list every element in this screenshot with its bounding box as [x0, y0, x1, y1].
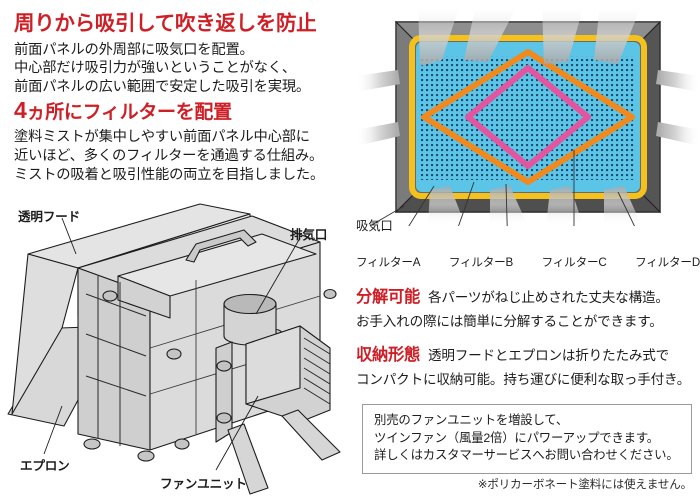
upgrade-note-box: 別売のファンユニットを増設して、 ツインファン（風量2倍）にパワーアップできます…: [362, 404, 692, 474]
callout-filter-a: フィルターA: [356, 256, 421, 269]
motor-fins: [303, 337, 331, 405]
airflow-arrows: [356, 4, 700, 226]
machine-label-hood: 透明フード: [18, 210, 80, 224]
feature-heading-airflow: 周りから吸引して吹き返しを防止: [14, 12, 317, 35]
machine-leader-lines: [43, 217, 301, 471]
feature-body-line: 前面パネルの外周部に吸気口を配置。: [14, 41, 254, 58]
feature-text-disassembly-line1: 各パーツがねじ止めされた丈夫な構造。: [427, 290, 669, 305]
feature-text-disassembly-line2: お手入れの際には簡単に分解することができます。: [356, 314, 663, 329]
feature-body-line: ミストの吸着と吸引性能の両立を目指しました。: [14, 166, 325, 183]
note-line: ツインファン（風量2倍）にパワーアップできます。: [374, 430, 659, 445]
carry-handle: [185, 229, 257, 263]
feature-heading-number: 4: [14, 97, 27, 123]
panel-gold-band: [409, 35, 647, 199]
feature-block-airflow: 周りから吸引して吹き返しを防止 前面パネルの外周部に吸気口を配置。 中心部だけ吸…: [14, 12, 317, 98]
callout-leader-lines: [369, 150, 635, 226]
callout-filter-b: フィルターB: [448, 256, 514, 269]
feature-text-storage-line2: コンパクトに収納可能。持ち運びに便利な取っ手付き。: [356, 372, 691, 387]
filter-diamond-pink: [465, 65, 591, 169]
filter-callout-row: フィルターA フィルターB フィルターC フィルターD: [356, 254, 700, 270]
feature-block-filters: 4ヵ所にフィルターを配置 塗料ミストが集中しやすい前面パネル中心部に 近いほど、…: [14, 99, 324, 185]
feature-block-disassembly: 分解可能各パーツがねじ止めされた丈夫な構造。 お手入れの際には簡単に分解すること…: [356, 286, 700, 330]
machine-label-fan-unit: ファンユニット: [160, 477, 247, 491]
front-panel-diagram: [356, 4, 700, 226]
feature-body-filters: 塗料ミストが集中しやすい前面パネル中心部に 近いほど、多くのフィルターを通過する…: [14, 128, 324, 185]
callout-intake-port: 吸気口: [356, 219, 393, 233]
feature-heading-filters: 4ヵ所にフィルターを配置: [14, 97, 324, 123]
callout-filter-d: フィルターD: [635, 256, 700, 269]
fan-unit: [215, 325, 341, 495]
feature-heading-storage: 収納形態: [356, 346, 420, 364]
cabinet-feet: [83, 438, 155, 462]
filter-diamond-orange: [421, 49, 635, 185]
feature-block-storage: 収納形態透明フードとエプロンは折りたたみ式で コンパクトに収納可能。持ち運びに便…: [356, 344, 700, 388]
footnote-disclaimer: ※ポリカーボネート塗料には使えません。: [477, 478, 692, 491]
fan-bracket: [215, 341, 233, 443]
panel-dot-texture: [420, 56, 636, 180]
feature-body-line: 塗料ミストが集中しやすい前面パネル中心部に: [14, 129, 310, 145]
feature-heading-text: ヵ所にフィルターを配置: [26, 102, 233, 123]
feature-body-line: 中心部だけ吸引力が強いということがなく、: [14, 60, 296, 77]
cabinet-lid-front: [117, 275, 171, 319]
exhaust-port: [223, 293, 277, 346]
machine-label-apron: エプロン: [20, 459, 70, 473]
fan-leg-front: [227, 423, 269, 495]
feature-body-line: 近いほど、多くのフィルターを通過する仕組み。: [14, 147, 324, 164]
transparent-hood-front: [11, 253, 79, 415]
front-panel-frame: [85, 276, 147, 446]
spray-booth-illustration: [0, 198, 352, 500]
callout-filter-c: フィルターC: [541, 256, 607, 269]
note-line: 詳しくはカスタマーサービスへお問い合わせください。: [374, 448, 679, 463]
feature-body-airflow: 前面パネルの外周部に吸気口を配置。 中心部だけ吸引力が強いということがなく、 前…: [14, 41, 316, 98]
machine-label-exhaust: 排気口: [290, 228, 328, 242]
fan-leg-rear: [281, 409, 341, 461]
feature-text-storage-line1: 透明フードとエプロンは折りたたみ式で: [427, 348, 670, 363]
feature-body-line: 前面パネルの広い範囲で安定した吸引を実現。: [14, 79, 311, 96]
note-line: 別売のファンユニットを増設して、: [374, 413, 569, 427]
feature-heading-disassembly: 分解可能: [356, 288, 420, 306]
